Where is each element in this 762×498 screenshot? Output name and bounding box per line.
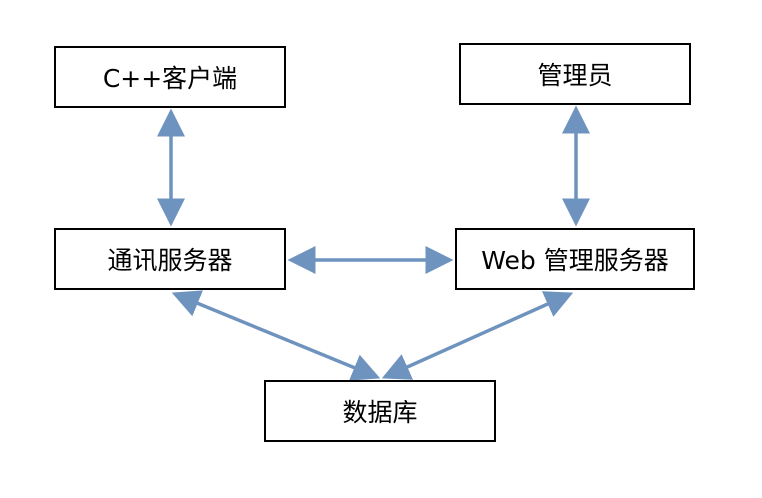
edge-comm-db <box>171 290 381 381</box>
node-admin: 管理员 <box>459 43 691 105</box>
edge-web-db <box>381 291 574 380</box>
node-database: 数据库 <box>264 380 496 442</box>
node-web-server: Web 管理服务器 <box>455 228 695 290</box>
node-web-server-label: Web 管理服务器 <box>481 246 669 275</box>
node-cpp-client-label: C++客户端 <box>102 64 238 93</box>
node-comm-server: 通讯服务器 <box>54 228 286 290</box>
node-comm-server-label: 通讯服务器 <box>107 246 233 275</box>
node-database-label: 数据库 <box>342 398 418 427</box>
node-cpp-client: C++客户端 <box>54 46 286 108</box>
node-admin-label: 管理员 <box>537 61 613 90</box>
